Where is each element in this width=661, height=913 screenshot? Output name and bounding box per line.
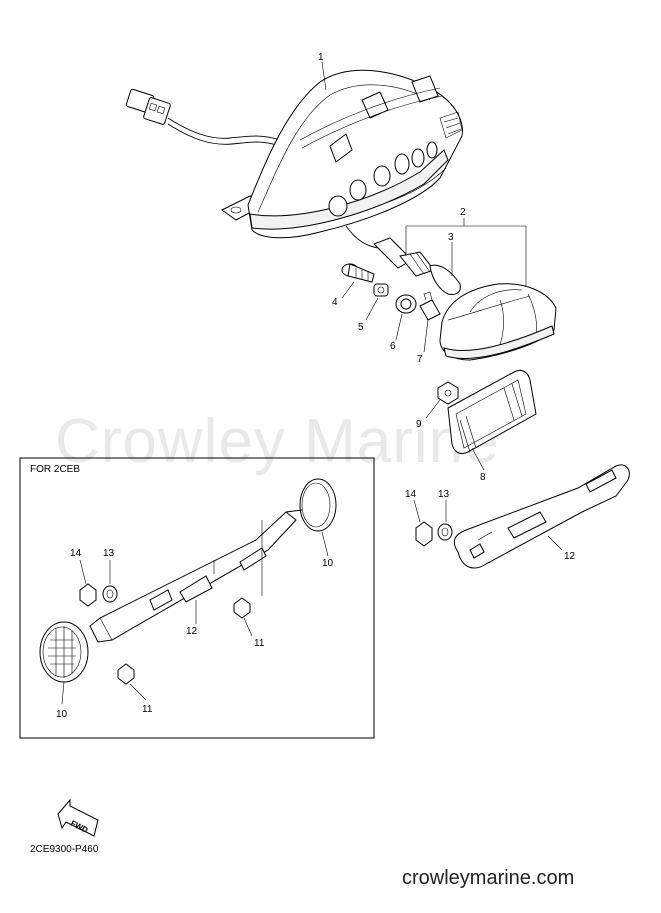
nut-part-14 xyxy=(415,521,433,547)
bulb xyxy=(429,264,461,295)
callout-10-right: 10 xyxy=(322,558,334,569)
screw-part-4 xyxy=(341,263,375,283)
callout-13-inset: 13 xyxy=(103,548,115,559)
grommet-part-6 xyxy=(395,294,417,314)
nut-part-11-lower xyxy=(117,663,135,685)
reflector-part-10-right xyxy=(285,478,337,532)
callout-4: 4 xyxy=(332,297,338,308)
nut-part-14-inset xyxy=(79,583,97,607)
tail-lens-cover xyxy=(439,283,557,361)
tail-light-assembly xyxy=(125,69,463,249)
callout-11-lower: 11 xyxy=(142,704,153,715)
callout-1: 1 xyxy=(318,52,324,63)
washer-part-13-inset xyxy=(102,585,118,603)
callout-7: 7 xyxy=(417,354,423,365)
bracket-part-12-inset xyxy=(89,511,297,643)
callout-3: 3 xyxy=(448,232,454,243)
callout-11-middle: 11 xyxy=(254,638,265,649)
callout-13: 13 xyxy=(438,489,450,500)
wire-connector xyxy=(125,88,171,125)
callout-10-left: 10 xyxy=(56,709,68,720)
callout-2: 2 xyxy=(460,207,466,218)
nut-part-9 xyxy=(437,381,459,405)
callout-14: 14 xyxy=(405,489,417,500)
nut-part-11-middle xyxy=(233,597,251,619)
callout-12: 12 xyxy=(564,551,576,562)
inset-box-2ceb xyxy=(19,457,375,739)
washer-part-5 xyxy=(373,283,389,297)
callout-14-inset: 14 xyxy=(70,548,82,559)
bulb-socket xyxy=(373,237,435,277)
watermark-text: Crowley Marine xyxy=(55,407,500,476)
callout-9: 9 xyxy=(416,419,422,430)
reflector-part-8 xyxy=(447,369,537,455)
site-link[interactable]: crowleymarine.com xyxy=(402,867,574,889)
washer-part-13 xyxy=(437,523,453,541)
reflector-part-10-left xyxy=(39,621,89,683)
diagram-code: 2CE9300-P460 xyxy=(30,844,99,855)
callout-6: 6 xyxy=(390,341,396,352)
callout-12-inset: 12 xyxy=(186,626,198,637)
callout-5: 5 xyxy=(358,322,364,333)
nut-part-7 xyxy=(419,291,441,321)
fwd-arrow-icon: FWD xyxy=(57,798,99,837)
bracket-part-12 xyxy=(453,464,630,569)
inset-box-title: FOR 2CEB xyxy=(30,464,80,475)
callout-8: 8 xyxy=(480,472,486,483)
